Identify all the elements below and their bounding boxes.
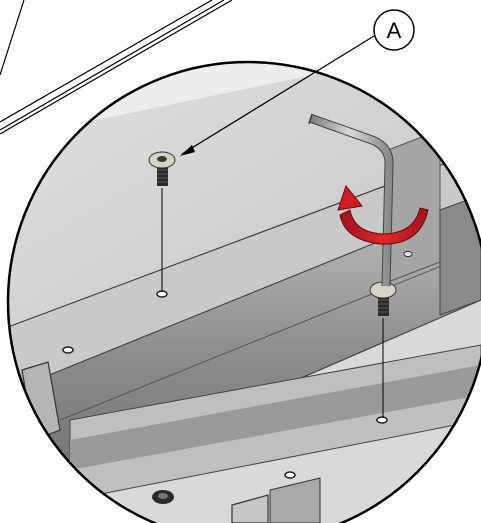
lower-rail-face [70, 365, 481, 470]
main-rail-top [8, 150, 481, 395]
callout-bubble [373, 9, 415, 51]
callout: A [180, 9, 415, 156]
bottom-channel [231, 494, 269, 523]
bottom-nut [152, 490, 174, 504]
upper-plate [8, 62, 481, 330]
side-bracket [439, 194, 481, 316]
mounting-holes [62, 290, 388, 479]
hex-key-icon [308, 113, 394, 287]
rotation-arrow-icon [337, 184, 429, 245]
upright-panel [387, 129, 441, 283]
button-head-screw-icon [148, 151, 176, 292]
callout-label: A [387, 18, 402, 43]
context-lines [0, 0, 233, 135]
detail-circle [6, 60, 481, 523]
